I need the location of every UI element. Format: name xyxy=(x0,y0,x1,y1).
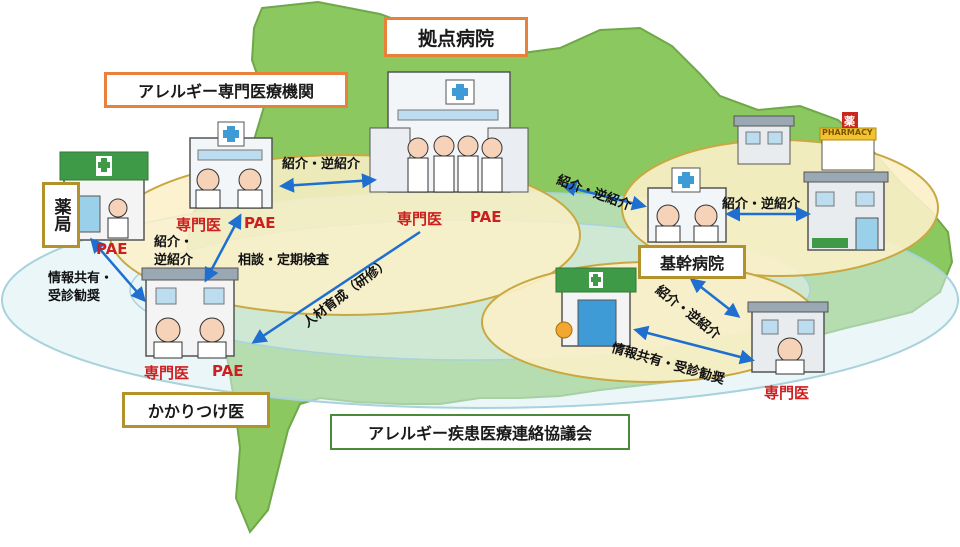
arrow-left-clinic xyxy=(204,213,242,283)
family-doctor-title: かかりつけ医 xyxy=(147,402,245,421)
pharmacy-building-bottom xyxy=(555,267,637,347)
council-title: アレルギー疾患医療連絡協議会 xyxy=(367,424,592,443)
label-referral-left-a: 紹介・ xyxy=(154,235,194,250)
family-clinic-building xyxy=(141,267,239,359)
right-building xyxy=(803,171,889,251)
small-clinic-building xyxy=(733,115,795,165)
arrow-hub-left xyxy=(279,173,377,193)
core-hospital-title: 基幹病院 xyxy=(659,254,724,273)
family-doctor-box: かかりつけ医 xyxy=(122,392,270,428)
left-pae-label: PAE xyxy=(244,214,276,232)
arrow-pharmacy-clinic xyxy=(90,237,146,303)
left-specialist-label: 専門医 xyxy=(176,216,222,234)
label-referral-hub-left: 紹介・逆紹介 xyxy=(282,157,361,172)
hub-hospital-title: 拠点病院 xyxy=(417,27,494,50)
hub-specialist-label: 専門医 xyxy=(397,210,443,228)
hub-hospital-box: 拠点病院 xyxy=(384,17,528,57)
arrow-core-down xyxy=(689,278,741,318)
arrow-hub-core xyxy=(561,181,647,211)
core-specialist-label: 専門医 xyxy=(764,384,810,402)
label-info-share-a: 情報共有・ xyxy=(48,271,114,286)
hub-hospital-building xyxy=(369,71,529,193)
pharmacy-title: 薬局 xyxy=(50,198,71,232)
label-referral-left-b: 逆紹介 xyxy=(154,253,194,268)
specialist-institution-box: アレルギー専門医療機関 xyxy=(104,72,348,108)
label-consult-checkup: 相談・定期検査 xyxy=(238,253,330,268)
arrow-training xyxy=(251,230,421,344)
hub-pae-label: PAE xyxy=(470,208,502,226)
council-box: アレルギー疾患医療連絡協議会 xyxy=(330,414,630,450)
specialist-building-bottom xyxy=(747,301,829,375)
specialist-institution-building xyxy=(189,121,273,209)
arrows xyxy=(90,173,811,365)
core-hospital-building xyxy=(647,167,727,243)
label-referral-core-right: 紹介・逆紹介 xyxy=(722,197,801,212)
core-hospital-box: 基幹病院 xyxy=(638,245,746,279)
pharmacy-sign-text: 薬 xyxy=(844,115,855,128)
specialist-institution-title: アレルギー専門医療機関 xyxy=(137,82,314,101)
label-info-share-b: 受診勧奨 xyxy=(48,289,101,304)
clinic-specialist-label: 専門医 xyxy=(144,364,190,382)
clinic-pae-label: PAE xyxy=(212,362,244,380)
pharmacy-box: 薬局 xyxy=(42,182,80,248)
pharmacy-pae-label: PAE xyxy=(96,240,128,258)
arrow-pharmacy-specialist xyxy=(633,325,755,365)
pharmacy-building-right xyxy=(819,112,877,171)
pharmacy-word-text: PHARMACY xyxy=(822,128,873,137)
